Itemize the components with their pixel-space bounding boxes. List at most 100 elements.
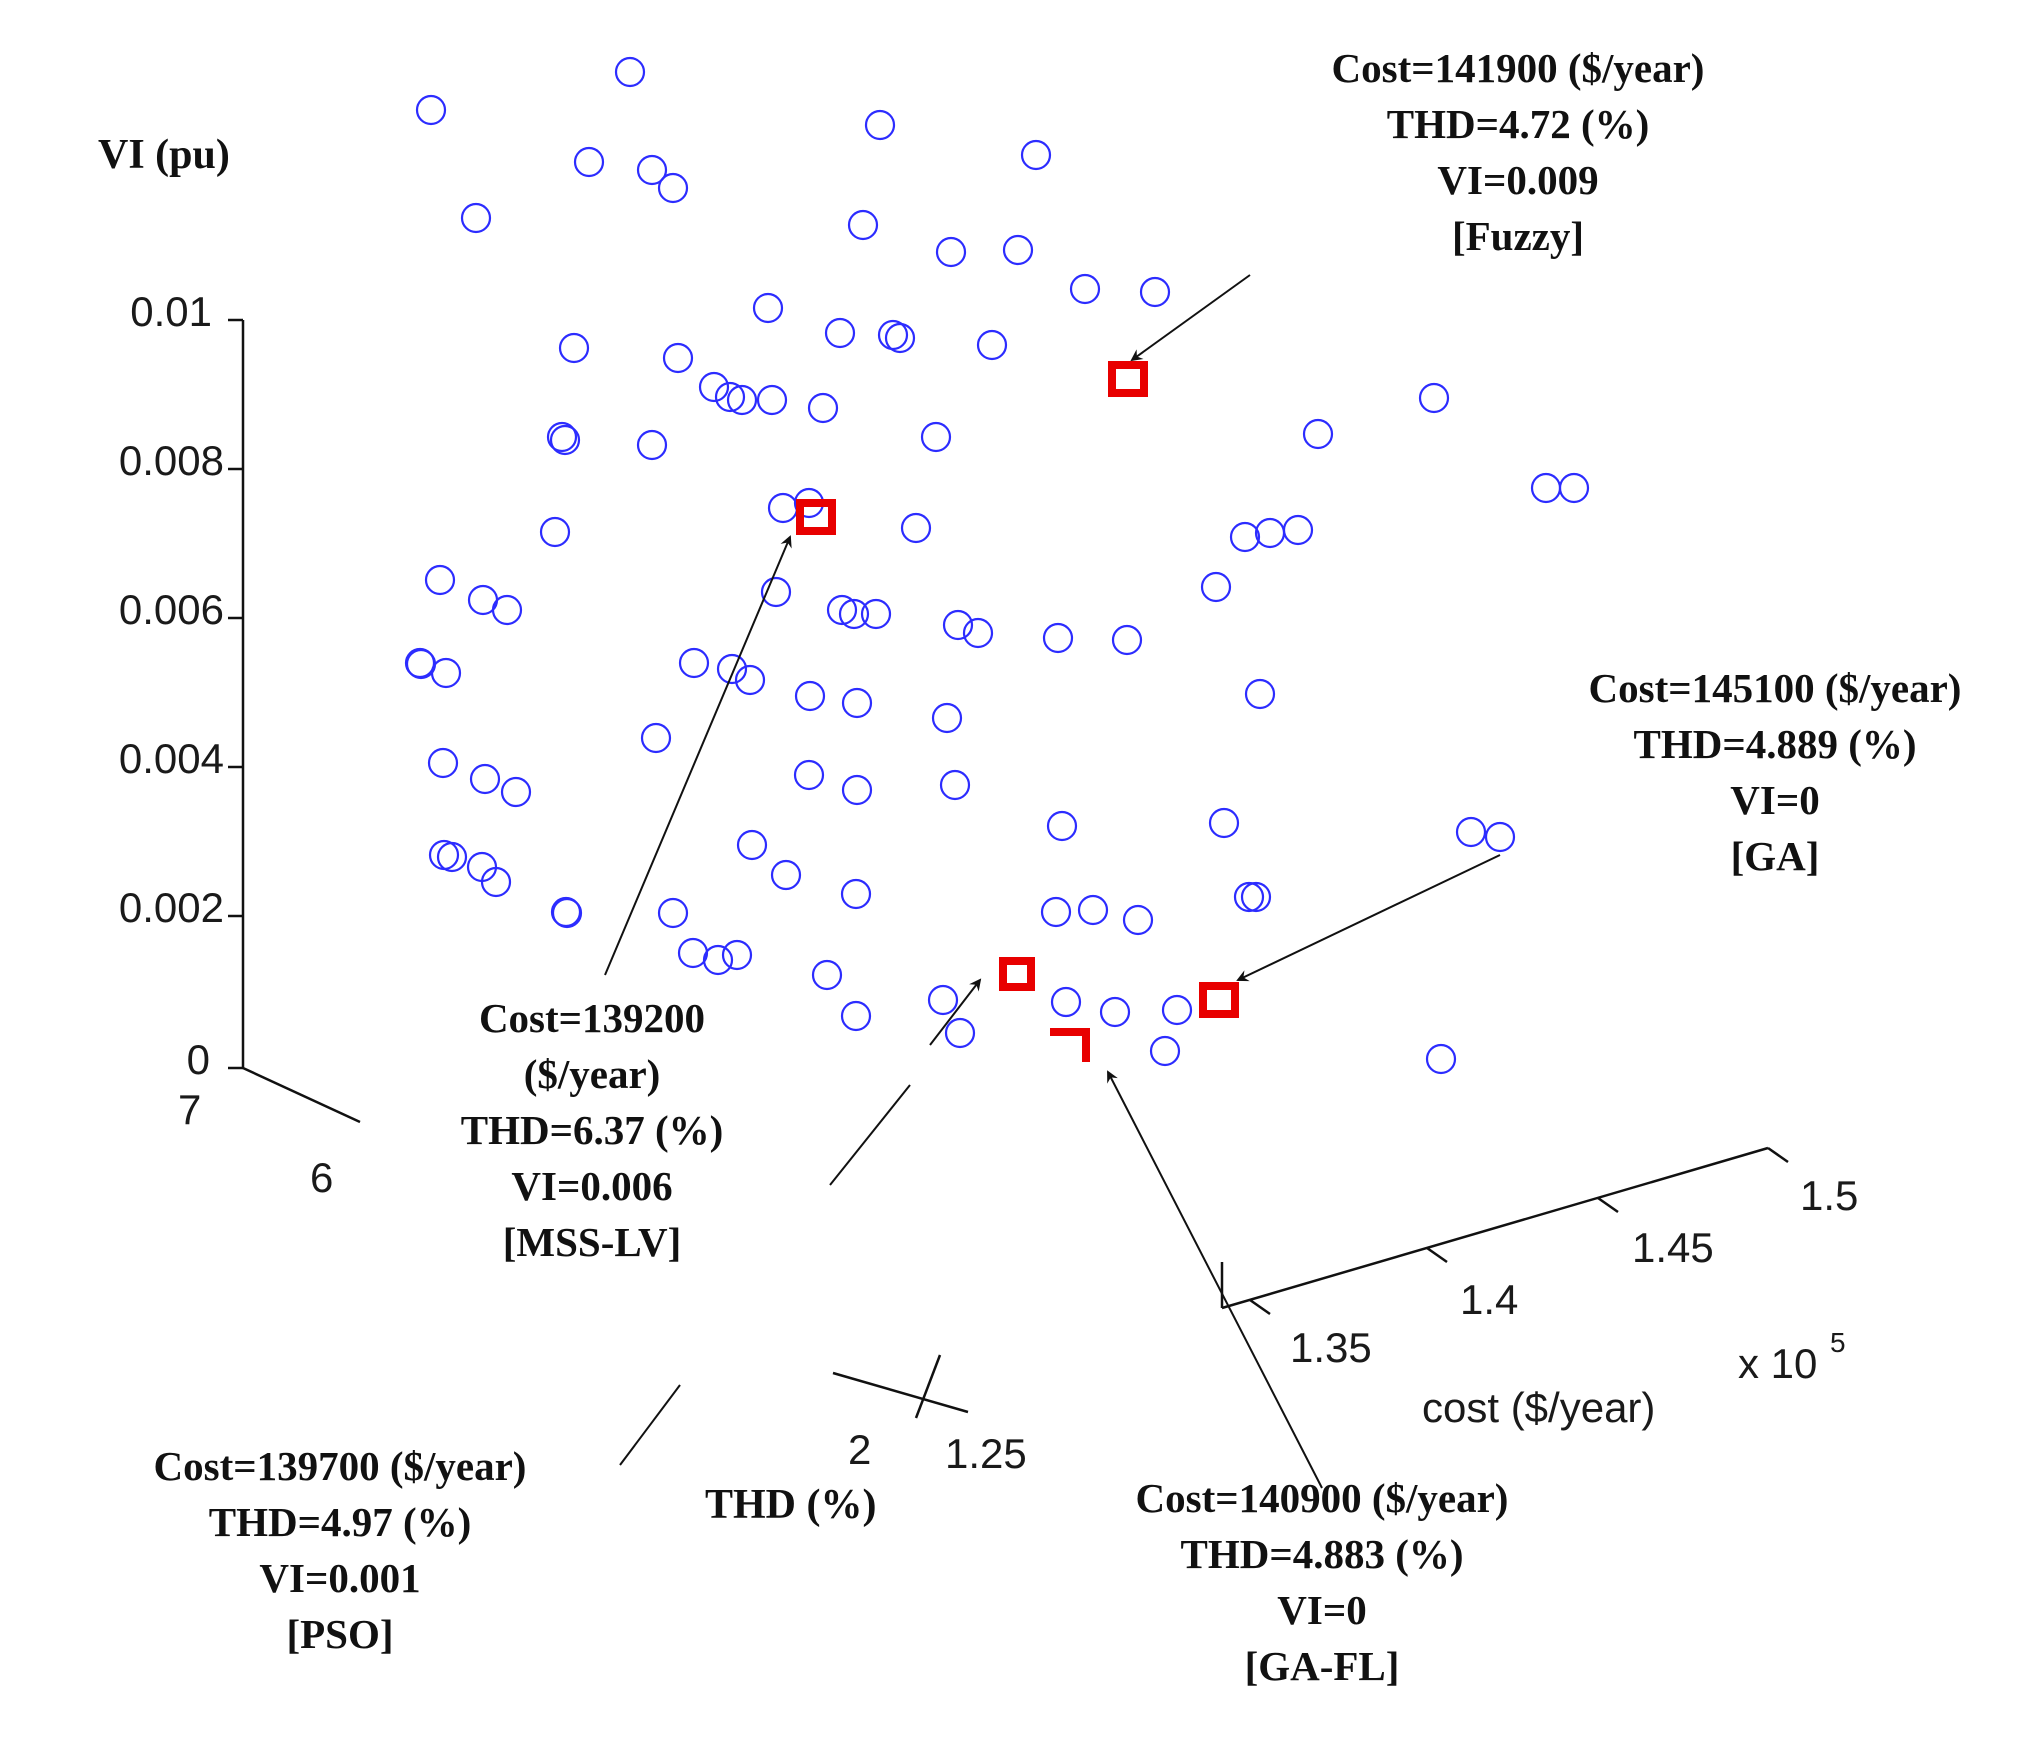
scatter-point bbox=[860, 598, 892, 630]
scatter-point bbox=[1229, 521, 1261, 553]
scatter-point bbox=[702, 944, 734, 976]
scatter-point bbox=[430, 657, 462, 689]
scatter-point bbox=[662, 342, 694, 374]
vi-axis: 0 0.002 0.004 0.006 0.008 0.01 VI (pu) bbox=[98, 132, 245, 1083]
scatter-point bbox=[1046, 810, 1078, 842]
scatter-point bbox=[1050, 986, 1082, 1018]
scatter-point bbox=[1208, 807, 1240, 839]
annotation-line: THD=4.97 (%) bbox=[209, 1499, 472, 1545]
scatter-point bbox=[1233, 881, 1265, 913]
scatter-point bbox=[1099, 996, 1131, 1028]
scatter-point bbox=[614, 56, 646, 88]
annotation-line: THD=4.72 (%) bbox=[1387, 101, 1650, 147]
annotation-line: [GA] bbox=[1731, 833, 1820, 879]
arrow-pso-segment bbox=[829, 1084, 911, 1186]
cost-axis-line bbox=[1221, 1146, 1769, 1310]
arrow-ga bbox=[1236, 854, 1501, 982]
scatter-point bbox=[927, 984, 959, 1016]
thd-axis: 7 6 2 THD (%) bbox=[178, 1066, 969, 1528]
annotation-line: VI=0 bbox=[1730, 777, 1819, 823]
vi-tick-label: 0.008 bbox=[119, 437, 224, 484]
annotation-fuzzy: Cost=141900 ($/year) THD=4.72 (%) VI=0.0… bbox=[1332, 45, 1705, 259]
annotation-line: VI=0 bbox=[1277, 1587, 1366, 1633]
scatter-point bbox=[415, 94, 447, 126]
scatter-point bbox=[640, 722, 672, 754]
vi-tick-label: 0 bbox=[187, 1036, 210, 1083]
annotation-line: [PSO] bbox=[286, 1611, 393, 1657]
annotation-line: Cost=139200 bbox=[479, 995, 705, 1041]
scatter-point bbox=[841, 774, 873, 806]
annotation-line: VI=0.001 bbox=[259, 1555, 420, 1601]
scatter-point bbox=[405, 648, 437, 680]
scatter-point bbox=[935, 236, 967, 268]
scatter-point bbox=[841, 687, 873, 719]
scatter-point bbox=[962, 617, 994, 649]
annotation-line: [MSS-LV] bbox=[503, 1219, 681, 1265]
scatter-point bbox=[767, 492, 799, 524]
scatter-point bbox=[1122, 904, 1154, 936]
scatter-point bbox=[500, 776, 532, 808]
scatter-point bbox=[1425, 1043, 1457, 1075]
scatter-point bbox=[1139, 276, 1171, 308]
scatter-point bbox=[1282, 514, 1314, 546]
scatter-point bbox=[939, 769, 971, 801]
annotation-line: THD=4.883 (%) bbox=[1180, 1531, 1463, 1577]
scatter-point bbox=[636, 154, 668, 186]
scatter-point bbox=[864, 109, 896, 141]
annotation-line: VI=0.009 bbox=[1437, 157, 1598, 203]
scatter-point bbox=[726, 384, 758, 416]
scatter-point bbox=[1002, 234, 1034, 266]
scatter-point bbox=[1020, 139, 1052, 171]
scatter-point bbox=[1077, 894, 1109, 926]
annotation-mss-lv: Cost=139200 ($/year) THD=6.37 (%) VI=0.0… bbox=[461, 995, 724, 1265]
marker-ga-fl bbox=[1050, 1028, 1090, 1062]
marker-mss-lv bbox=[796, 499, 836, 535]
annotation-line: VI=0.006 bbox=[511, 1163, 672, 1209]
annotation-line: [GA-FL] bbox=[1245, 1643, 1400, 1689]
arrow-pso bbox=[929, 978, 982, 1046]
thd-tick-mark bbox=[914, 1354, 942, 1419]
cost-tick-label: 1.4 bbox=[1460, 1276, 1518, 1323]
scatter-point bbox=[714, 381, 746, 413]
scatter-point bbox=[1040, 896, 1072, 928]
pareto-points bbox=[404, 56, 1590, 1075]
cost-tick-mark bbox=[1767, 1146, 1789, 1164]
scatter-point bbox=[1240, 881, 1272, 913]
cost-tick-label: 1.35 bbox=[1290, 1324, 1372, 1371]
scatter-point bbox=[920, 421, 952, 453]
scatter-point bbox=[1161, 994, 1193, 1026]
scatter-point bbox=[698, 371, 730, 403]
marker-fuzzy bbox=[1108, 361, 1148, 397]
arrow-fuzzy bbox=[1130, 274, 1251, 362]
scatter-point bbox=[944, 1017, 976, 1049]
scatter-point bbox=[1200, 571, 1232, 603]
scatter-point bbox=[436, 841, 468, 873]
scatter-point bbox=[678, 647, 710, 679]
annotation-line: Cost=140900 ($/year) bbox=[1136, 1475, 1509, 1521]
scatter-point bbox=[900, 512, 932, 544]
scatter-point bbox=[840, 878, 872, 910]
scatter-point bbox=[807, 392, 839, 424]
scatter-point bbox=[677, 937, 709, 969]
scatter-point bbox=[1558, 472, 1590, 504]
marker-ga bbox=[1199, 982, 1239, 1018]
thd-tick-label: 6 bbox=[310, 1154, 333, 1201]
scatter-point bbox=[539, 516, 571, 548]
annotation-line: Cost=139700 ($/year) bbox=[154, 1443, 527, 1489]
scatter-point bbox=[794, 680, 826, 712]
scatter-point bbox=[1111, 624, 1143, 656]
marker-pso bbox=[999, 957, 1035, 991]
highlighted-markers bbox=[796, 361, 1239, 1062]
arrow-pso-segment bbox=[619, 1384, 681, 1466]
scatter-point bbox=[546, 421, 578, 453]
annotation-line: THD=6.37 (%) bbox=[461, 1107, 724, 1153]
scatter-point bbox=[847, 209, 879, 241]
cost-tick-label: 1.5 bbox=[1800, 1172, 1858, 1219]
scatter-point bbox=[480, 866, 512, 898]
scatter-point bbox=[1149, 1035, 1181, 1067]
scatter-point bbox=[840, 1000, 872, 1032]
scatter-point bbox=[549, 424, 581, 456]
thd-axis-line bbox=[242, 1066, 361, 1124]
annotation-line: ($/year) bbox=[524, 1051, 661, 1097]
